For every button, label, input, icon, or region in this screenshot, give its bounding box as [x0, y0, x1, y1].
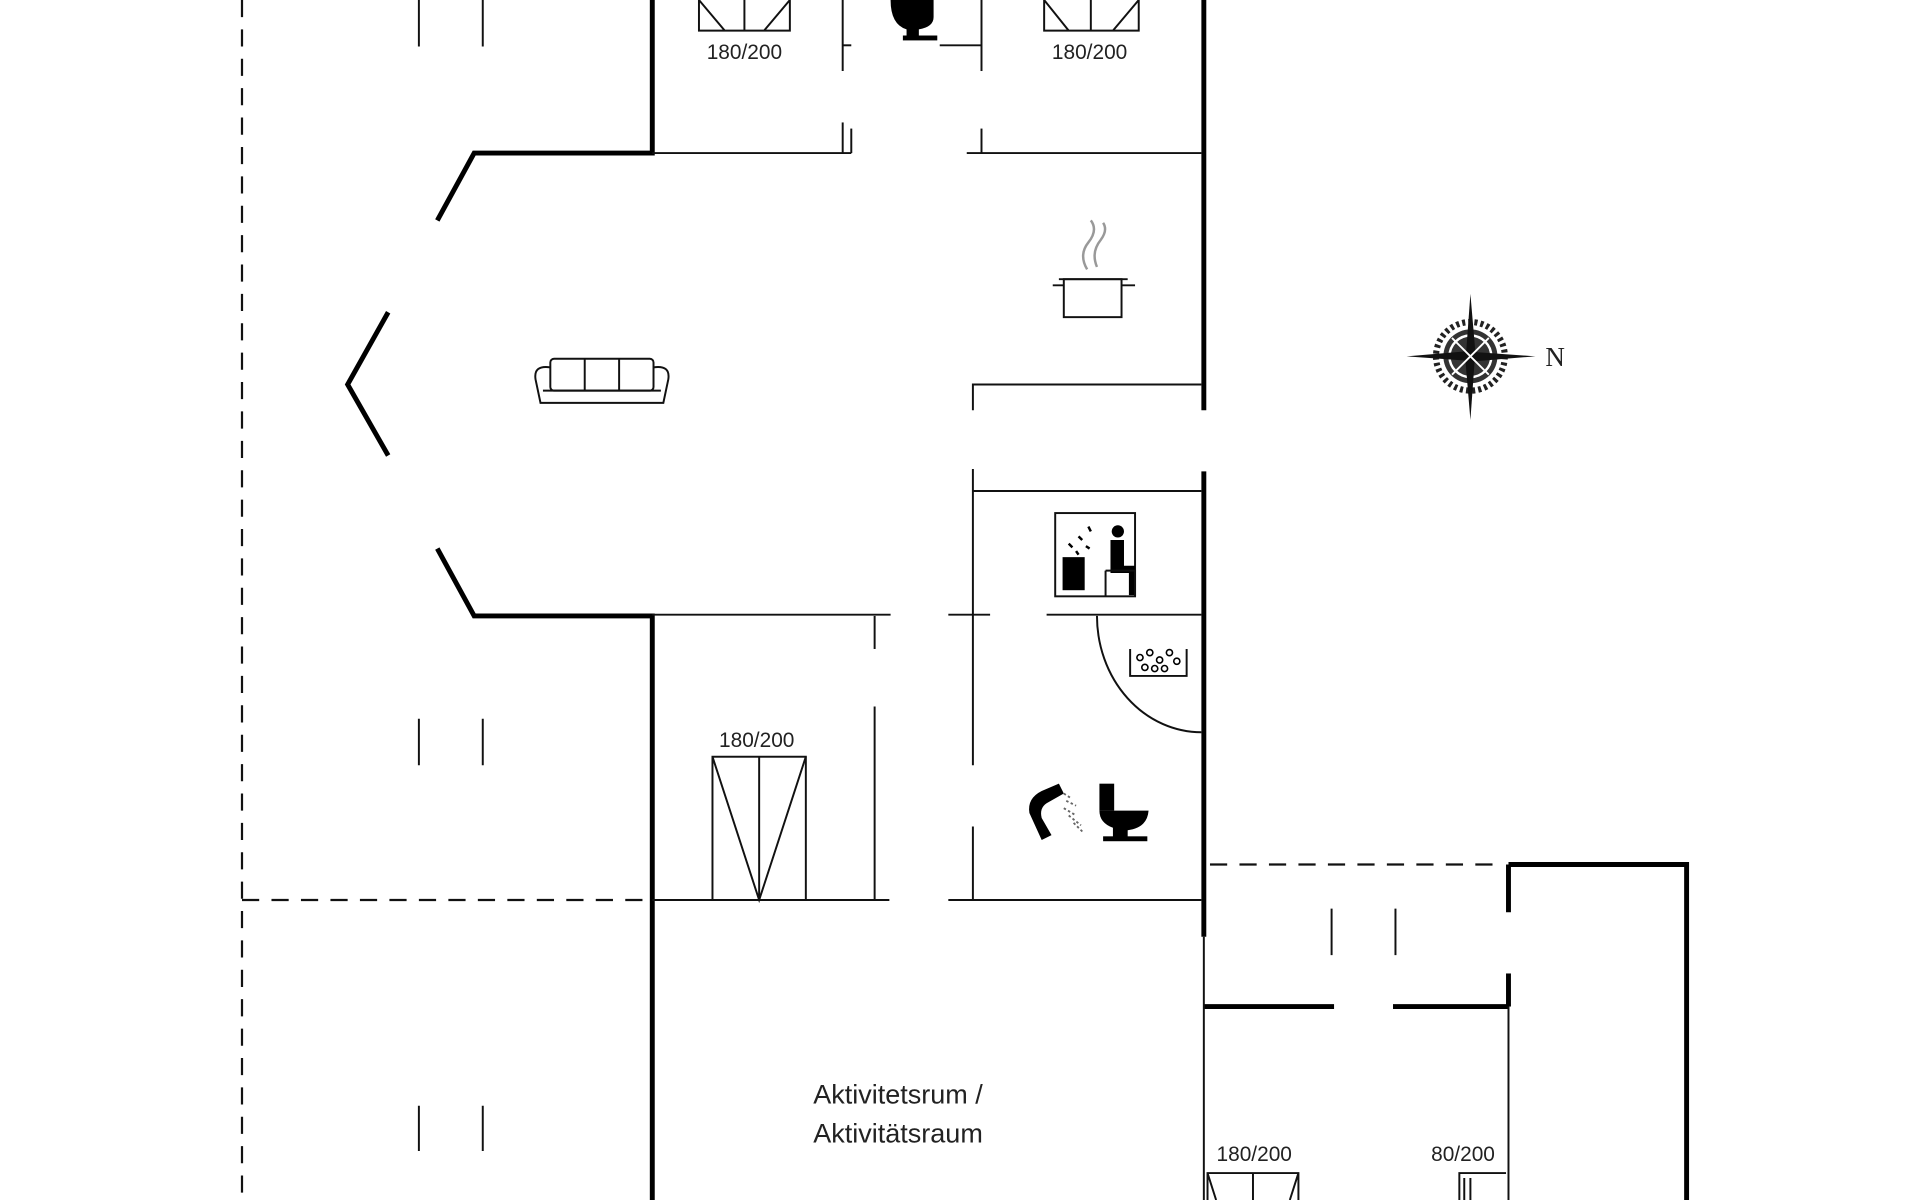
bed: 180/200 [1043, 0, 1140, 64]
toilet-icon [1099, 783, 1149, 842]
sauna-icon [1054, 512, 1137, 598]
bed-size-label: 180/200 [1216, 1143, 1291, 1166]
room-label-activity-de: Aktivitätsraum [813, 1118, 983, 1148]
bed-size-label: 180/200 [719, 729, 794, 752]
interior-walls [652, 0, 1510, 1200]
shower-icon [1029, 783, 1085, 840]
window-markers [417, 0, 1397, 1152]
bed: 80/200 [1431, 1143, 1507, 1200]
sofa-icon [534, 357, 670, 404]
toilet-icon [890, 0, 938, 41]
hot-tub-icon [1129, 648, 1188, 677]
room-label-activity: Aktivitetsrum / [813, 1079, 983, 1109]
terrace-outlines [240, 0, 1505, 1200]
bed: 180/200 [1206, 1143, 1300, 1200]
compass-north-label: N [1545, 342, 1565, 372]
bed-size-label: 180/200 [707, 41, 782, 64]
outer-walls [344, 0, 1690, 1200]
compass-rose-icon [1406, 293, 1536, 420]
bed-size-label: 80/200 [1431, 1143, 1495, 1166]
bed: 180/200 [711, 729, 807, 904]
bed: 180/200 [697, 0, 791, 64]
bed-size-label: 180/200 [1052, 41, 1127, 64]
cooking-pot-icon [1052, 219, 1136, 319]
